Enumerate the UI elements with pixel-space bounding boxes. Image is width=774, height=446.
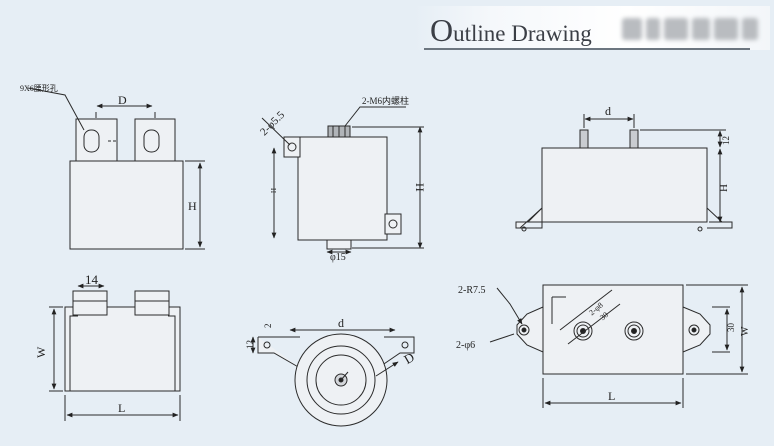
- title-underline: [424, 48, 750, 50]
- right-view-dim-h: H: [718, 184, 730, 192]
- bottom-right-dim-30-diag: 30: [598, 310, 610, 322]
- side-view-body: [297, 136, 388, 241]
- right-view: [515, 114, 733, 232]
- bottom-center-view: [250, 327, 415, 427]
- right-view-dim-12: 12: [721, 136, 731, 145]
- right-view-body: [541, 147, 708, 223]
- side-view-nut-note: 2-M6内螺柱: [362, 95, 409, 106]
- side-view-tab-left: [283, 136, 301, 158]
- bottom-left-dim-14: 14: [85, 272, 99, 287]
- page-title: Outline Drawing: [430, 12, 592, 49]
- bottom-left-dim-l: L: [118, 401, 125, 415]
- bottom-right-hole-right: [688, 324, 700, 336]
- front-view-slot-note: 9X6腰形孔: [20, 84, 58, 93]
- side-view-hole-right: [388, 219, 398, 229]
- bottom-right-stud-left: [573, 321, 593, 341]
- front-view-dim-h-label: H: [188, 199, 197, 213]
- front-view-terminal-right: [134, 118, 176, 162]
- blurred-brand-text: [622, 12, 760, 44]
- title-banner: Outline Drawing: [414, 6, 770, 50]
- bottom-right-stud-right: [624, 321, 644, 341]
- side-view-dim-h-right: H: [413, 183, 427, 192]
- right-view-stud-left: [579, 129, 589, 149]
- side-view-tab-right: [384, 213, 402, 235]
- bottom-left-body: [64, 306, 181, 392]
- bottom-left-dim-w: W: [34, 346, 48, 358]
- bottom-center-dim-12: 12: [245, 340, 255, 349]
- side-view: [261, 106, 424, 255]
- bottom-center-mid-circle: [306, 345, 376, 415]
- title-first-letter: O: [430, 12, 454, 48]
- title-banner-background: [414, 6, 770, 50]
- bottom-left-view: [49, 283, 181, 421]
- bottom-center-dim-2: 2: [263, 324, 273, 329]
- bottom-center-dim-d: d: [338, 316, 344, 330]
- front-view-dim-d-label: D: [118, 93, 127, 107]
- bottom-left-terminal-left: [72, 290, 108, 316]
- side-view-hole-dim: 2-φ5.5: [258, 109, 288, 139]
- front-view: [27, 87, 205, 250]
- bottom-right-dim-w: W: [740, 326, 751, 336]
- front-view-terminal-left: [75, 118, 118, 162]
- bottom-right-dim-l: L: [608, 389, 615, 403]
- front-view-slot-right: [143, 129, 160, 153]
- title-rest: utline Drawing: [453, 21, 592, 46]
- bottom-right-body: [542, 284, 684, 375]
- front-view-body: [69, 160, 184, 250]
- right-view-stud-right: [629, 129, 639, 149]
- bottom-right-dim-30: 30: [726, 323, 736, 333]
- side-view-dim-base: φ15: [330, 252, 346, 263]
- bottom-right-hole-note: 2-φ6: [456, 340, 475, 351]
- side-view-hole-left: [287, 142, 297, 152]
- bottom-right-radius-note: 2-R7.5: [458, 285, 486, 296]
- bottom-right-hole-left: [518, 324, 530, 336]
- side-view-base: [326, 239, 352, 250]
- bottom-center-inner-circle: [315, 354, 367, 406]
- front-view-slot-left: [83, 129, 100, 153]
- side-view-dim-h-left: H: [269, 188, 277, 193]
- bottom-left-terminal-right: [134, 290, 170, 316]
- right-view-dim-d: d: [605, 104, 611, 118]
- bottom-center-dim-d-large: D: [401, 349, 417, 367]
- bottom-right-view: [489, 284, 748, 408]
